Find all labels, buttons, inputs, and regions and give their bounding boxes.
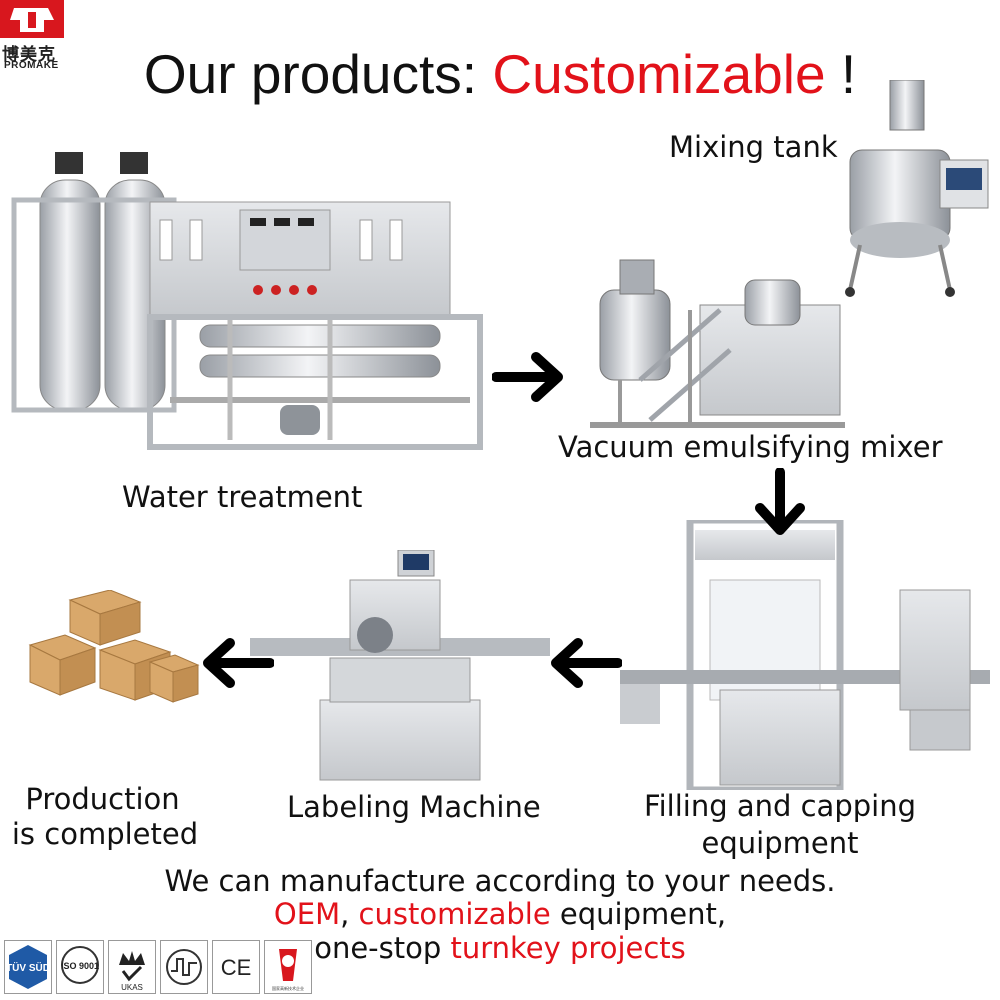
label-water-treatment: Water treatment: [122, 480, 363, 514]
vacuum-emulsifying-mixer-image: [590, 259, 845, 428]
label-production-line1: Production: [25, 782, 180, 816]
headline: Our products: Customizable !: [0, 42, 1000, 106]
pulse-badge: [160, 940, 208, 994]
one-stop-text: one-stop: [314, 931, 451, 965]
brand-name-en: PROMAKE: [4, 60, 59, 71]
label-mixing-tank: Mixing tank: [669, 130, 838, 164]
ce-text: CE: [221, 955, 252, 980]
bottom-line-2: OEM, customizable equipment,: [0, 897, 1000, 931]
customizable-text: customizable: [358, 897, 551, 931]
label-labeling-machine: Labeling Machine: [287, 790, 541, 824]
iso-badge: ISO 9001: [56, 940, 104, 994]
tuv-text: TÜV SÜD: [6, 961, 50, 974]
high-tech-enterprise-badge: 国家高新技术企业: [264, 940, 312, 994]
arrow-down-icon: [755, 468, 805, 535]
labeling-machine-image: [250, 550, 550, 781]
iso-icon: ISO 9001: [61, 946, 99, 984]
arrow-left-icon: [551, 638, 622, 688]
label-filling-capping-line1: Filling and capping: [644, 789, 916, 823]
headline-highlight: Customizable: [492, 43, 826, 105]
headline-prefix: Our products:: [143, 43, 493, 105]
ce-icon: CE: [221, 955, 252, 980]
filling-capping-machine-image: [620, 520, 990, 790]
label-production-line2: is completed: [11, 817, 199, 851]
high-tech-enterprise-text: 国家高新技术企业: [272, 985, 304, 991]
sep-text: ,: [340, 897, 359, 931]
tuv-badge: TÜV SÜD: [4, 940, 52, 994]
ukas-crown-icon: UKAS: [119, 951, 145, 992]
promake-logo-icon: [0, 0, 64, 38]
ukas-badge: UKAS: [108, 940, 156, 994]
arrow-left-icon: [203, 638, 274, 688]
iso-text: ISO 9001: [61, 961, 99, 971]
mixing-tank-image: [845, 80, 989, 297]
turnkey-text: turnkey projects: [450, 931, 686, 965]
water-treatment-machine-image: [11, 152, 483, 450]
ce-badge: CE: [212, 940, 260, 994]
label-filling-capping-line2: equipment: [701, 826, 859, 860]
bottom-line-3: one-stop turnkey projects: [0, 931, 1000, 965]
headline-suffix: !: [825, 43, 857, 105]
brand-name-cn: 博美克: [2, 45, 56, 65]
oem-text: OEM: [273, 897, 341, 931]
equipment-text: equipment,: [550, 897, 727, 931]
cardboard-boxes-image: [28, 590, 200, 703]
bottom-line-1: We can manufacture according to your nee…: [164, 864, 836, 898]
brand-logo: [0, 0, 64, 72]
label-vacuum-emulsifying-mixer: Vacuum emulsifying mixer: [558, 430, 943, 464]
ukas-text: UKAS: [121, 983, 143, 992]
high-tech-enterprise-icon: 国家高新技术企业: [272, 949, 304, 991]
arrow-right-icon: [492, 352, 563, 402]
pulse-mark-icon: [166, 949, 202, 985]
tuv-icon: TÜV SÜD: [6, 945, 50, 989]
